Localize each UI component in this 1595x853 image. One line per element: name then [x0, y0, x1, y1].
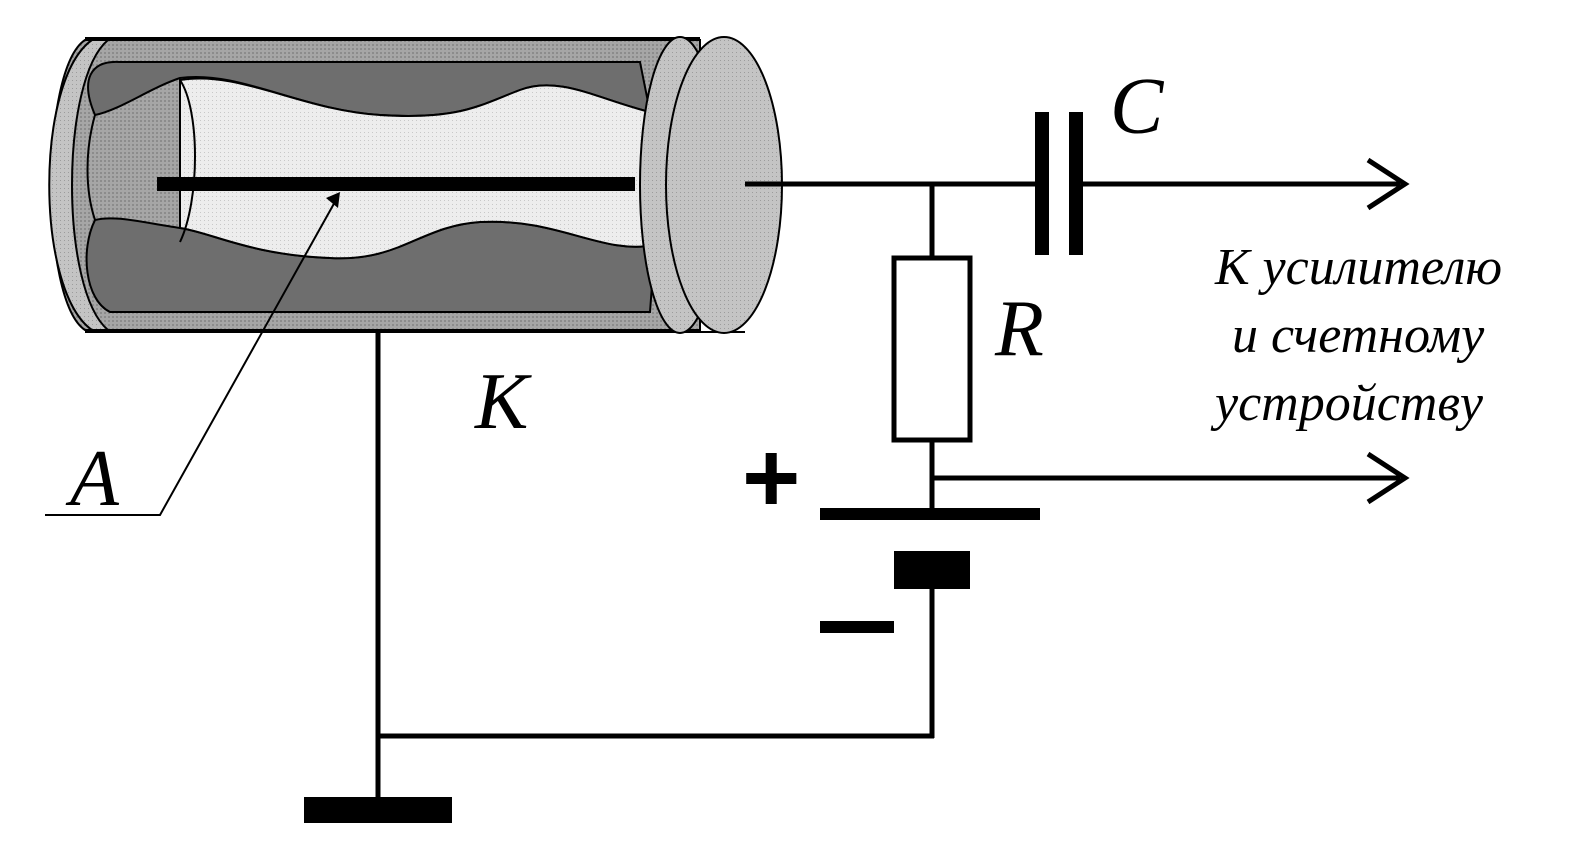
geiger-tube: [48, 36, 783, 334]
plus-sign: +: [742, 422, 800, 534]
circuit-wiring: [304, 112, 1410, 823]
arrow-bottom: [1366, 451, 1410, 505]
anode-label: A: [65, 435, 120, 523]
anode-pointer: [45, 192, 340, 516]
resistor: [891, 255, 973, 443]
arrow-top: [1366, 157, 1410, 211]
cathode-label: K: [474, 358, 532, 446]
ground-plate: [304, 797, 452, 823]
inner-left-disk: [179, 79, 196, 243]
output-label-line1: К усилителю: [1214, 239, 1502, 296]
resistor-label: R: [994, 285, 1044, 373]
output-label-line3: устройству: [1210, 375, 1484, 432]
battery-plate-negative: [894, 551, 970, 589]
minus-sign: [820, 621, 894, 633]
capacitor-label: C: [1110, 63, 1165, 151]
inner-left-ring: [86, 114, 96, 221]
output-label-line2: и счетному: [1232, 307, 1485, 364]
labels: A K C R + К усилителю и счетному устройс…: [65, 63, 1502, 633]
left-end-cap: [48, 39, 111, 331]
